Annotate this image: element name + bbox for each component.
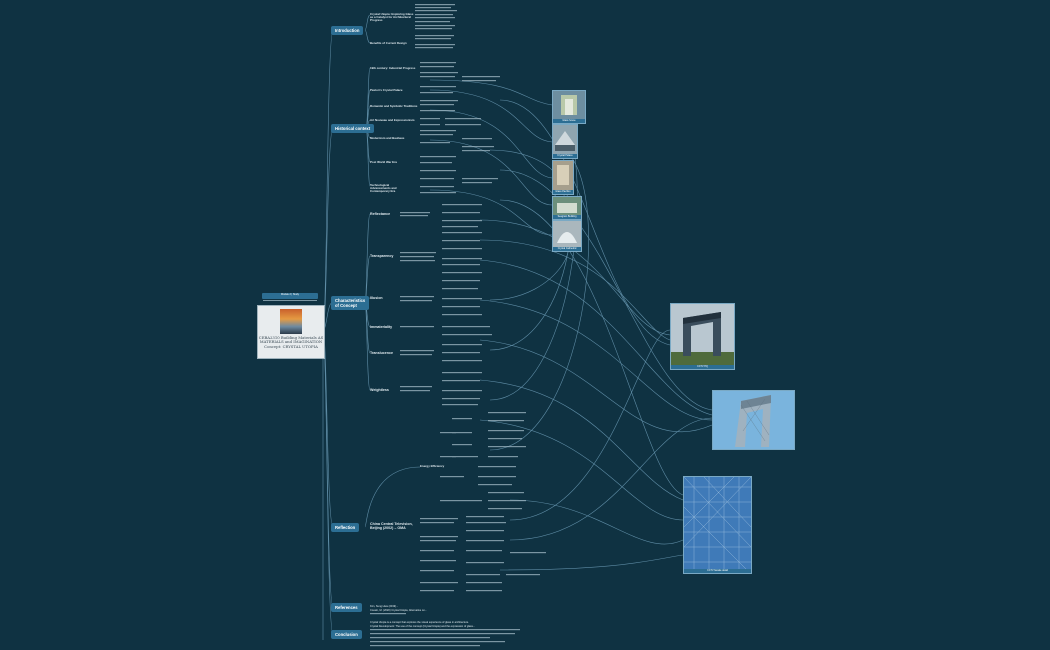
photo-crystal-cathedral[interactable]: Crystal Cathedral — [552, 220, 582, 252]
intro-benefits[interactable]: Benefits of Current Design — [370, 41, 407, 45]
branch-characteristics[interactable]: Characteristics of Concept — [331, 296, 369, 310]
history-item[interactable]: Art Nouveau and Expressionism — [370, 118, 415, 122]
photo-seagram[interactable]: Seagram Building — [552, 196, 582, 220]
conclusion-line: Crystal Utopia is a concept that explore… — [370, 621, 469, 624]
branch-introduction[interactable]: Introduction — [331, 26, 364, 35]
photo-image — [684, 477, 751, 570]
photo-image — [553, 125, 577, 154]
reference-line: Kim, Sung Hwa (2019)... — [370, 605, 399, 608]
photo-caption: Crystal Cathedral — [553, 247, 581, 251]
photo-caption: Glass Pavilion — [553, 190, 573, 194]
photo-image — [671, 304, 734, 365]
history-item[interactable]: Romantic and Symbolic Traditions — [370, 104, 418, 108]
photo-glass-pavilion[interactable]: Glass Pavilion — [552, 160, 574, 195]
photo-caption: CCTV HQ — [671, 365, 734, 369]
photo-glass-house[interactable]: Glass house — [552, 90, 586, 124]
reference-line: Cousin, M. (2020) Crystal Utopia, Altern… — [370, 609, 427, 612]
characteristic-item[interactable]: Transparency — [370, 254, 394, 258]
reflection-sub[interactable]: Energy Efficiency — [420, 464, 445, 468]
central-topic-title: CEBA2310 Building Materials AS MATERIALS… — [258, 335, 324, 349]
characteristic-item[interactable]: Immateriality — [370, 325, 393, 329]
branch-conclusion[interactable]: Conclusion — [331, 630, 362, 639]
branch-reflection[interactable]: Reflection — [331, 523, 360, 532]
history-item[interactable]: 19th century: Industrial Progress — [370, 66, 416, 70]
branch-historical-context[interactable]: Historical context — [331, 124, 375, 133]
photo-cctv-facade[interactable]: CCTV facade detail — [683, 476, 752, 574]
photo-caption: Glass house — [553, 119, 585, 123]
photo-image — [553, 161, 573, 190]
characteristic-item[interactable]: Translucence — [370, 351, 393, 355]
central-topic[interactable]: CEBA2310 Building Materials AS MATERIALS… — [257, 305, 325, 359]
history-item[interactable]: Technological Advancements and Contempor… — [370, 183, 397, 194]
branch-references[interactable]: References — [331, 603, 362, 612]
photo-cctv-1[interactable]: CCTV HQ — [670, 303, 735, 370]
conclusion-line: Crystal Development: The use of the conc… — [370, 625, 476, 628]
photo-caption: CCTV facade detail — [684, 569, 751, 573]
photo-cctv-2[interactable] — [712, 390, 795, 450]
photo-caption: Crystal Palace — [553, 154, 577, 158]
photo-image — [553, 221, 581, 247]
photo-image — [553, 197, 581, 215]
reflection-case[interactable]: China Central Television, Beijing (2002)… — [370, 522, 413, 531]
central-banner: Module 2 | Study — [262, 293, 318, 299]
history-item[interactable]: Paxton's Crystal Palace — [370, 88, 403, 92]
photo-caption: Seagram Building — [553, 215, 581, 219]
characteristic-item[interactable]: Illusion — [370, 296, 383, 300]
characteristic-item[interactable]: Reflectance — [370, 212, 391, 216]
intro-topic[interactable]: Crystal Utopia: Exploring Glass as a Cat… — [370, 12, 414, 23]
central-topic-image — [280, 309, 302, 334]
history-item[interactable]: Modernism and Bauhaus — [370, 136, 405, 140]
photo-crystal-palace[interactable]: Crystal Palace — [552, 124, 578, 159]
photo-image — [553, 91, 585, 119]
characteristic-item[interactable]: Weightless — [370, 388, 389, 392]
history-item[interactable]: Post World War Era — [370, 160, 397, 164]
photo-image — [713, 391, 794, 449]
